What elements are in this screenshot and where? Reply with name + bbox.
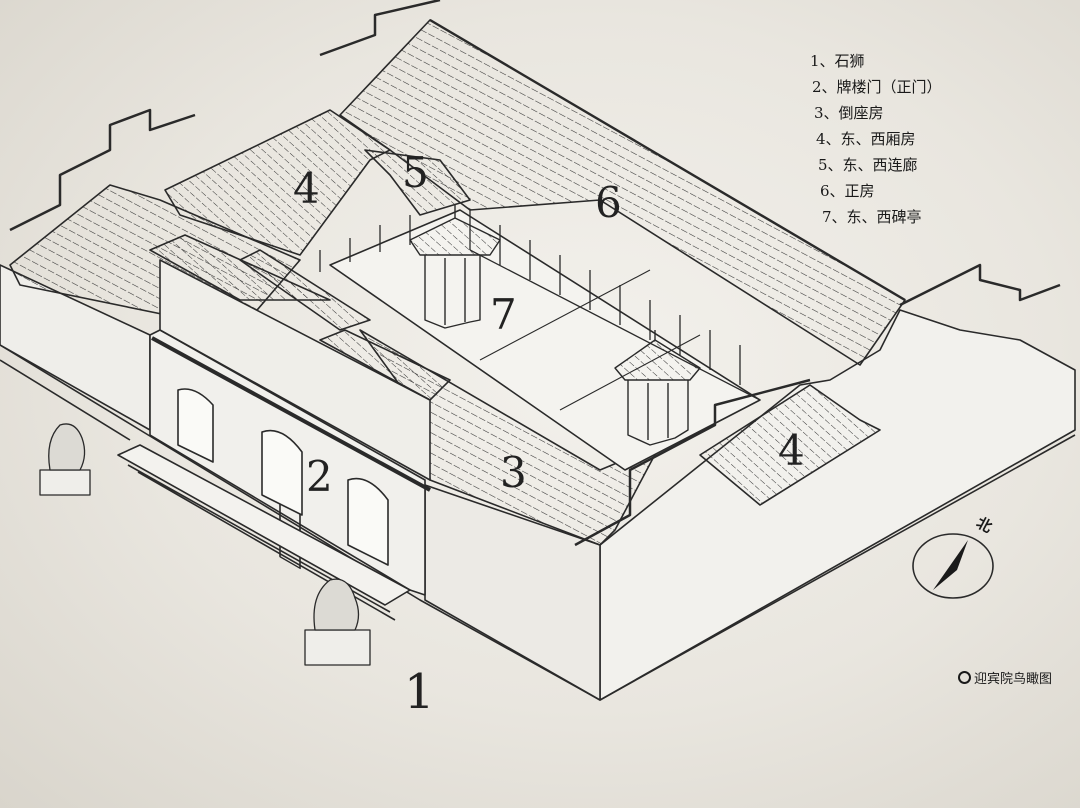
ground-base	[0, 344, 1076, 701]
label-lion: 1	[404, 664, 435, 720]
west-colonnade	[319, 215, 411, 272]
label-east-wing: 4	[778, 426, 805, 475]
legend-item: 1、石狮	[810, 52, 865, 70]
label-west-wing: 4	[293, 164, 320, 213]
legend-item: 2、牌楼门（正门）	[812, 78, 942, 96]
gable-east	[574, 378, 811, 547]
gate-roof-mid	[239, 249, 371, 331]
south-east-wall	[599, 309, 1076, 701]
gate-roof-right	[319, 329, 451, 401]
legend-item: 4、东、西厢房	[816, 130, 916, 148]
west-pavilion	[409, 205, 501, 329]
main-hall-ridge	[429, 18, 906, 302]
ground-base-lower	[0, 359, 131, 441]
caption-text: 迎宾院鸟瞰图	[974, 672, 1053, 687]
legend-item: 6、正房	[820, 182, 875, 200]
stone-lion-right	[304, 578, 371, 666]
gate-upper-wall	[159, 259, 431, 481]
gable-far-east	[899, 263, 1061, 307]
gate-beam	[151, 336, 431, 492]
legend-item: 7、东、西碑亭	[822, 208, 922, 226]
label-gate: 2	[306, 452, 333, 501]
legend-item: 3、倒座房	[814, 104, 884, 122]
gate-door-center	[261, 429, 303, 516]
main-hall-colonnade	[469, 210, 761, 401]
gate-door-right	[347, 477, 389, 566]
figure-caption: 迎宾院鸟瞰图	[958, 668, 1052, 687]
legend: 1、石狮 2、牌楼门（正门） 3、倒座房 4、东、西厢房 5、东、西连廊 6、正…	[808, 48, 942, 230]
circle-bullet-icon	[958, 671, 971, 684]
label-main-hall: 6	[595, 178, 622, 227]
gable-north	[319, 0, 441, 57]
gate-door-left	[177, 388, 214, 463]
corridor-roof	[364, 149, 471, 216]
stone-lion-left	[39, 423, 91, 496]
label-pavilion: 7	[490, 290, 517, 339]
label-inverted-house: 3	[500, 448, 527, 497]
north-compass	[912, 533, 994, 599]
gable-west	[9, 108, 196, 232]
east-pavilion	[614, 330, 701, 446]
label-corridor: 5	[402, 148, 429, 197]
legend-item: 5、东、西连廊	[818, 156, 918, 174]
east-wing-roof	[699, 384, 881, 506]
